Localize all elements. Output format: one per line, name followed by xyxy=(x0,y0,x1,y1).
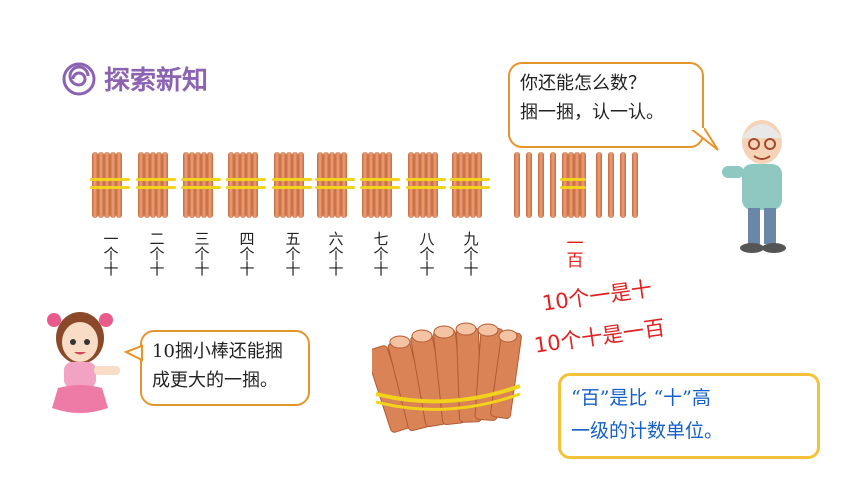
teacher-bubble-line1: 你还能怎么数？ xyxy=(520,73,646,94)
stick-bundle xyxy=(90,152,130,218)
spiral-icon xyxy=(62,62,96,95)
stick-bundle xyxy=(315,152,355,218)
bundle-label-1: 一 个 十 xyxy=(103,230,119,278)
bundle-label-6: 六 个 十 xyxy=(328,230,344,278)
bundle-label-9: 九 个 十 xyxy=(463,230,479,278)
girl-bubble-line2: 成更大的一捆。 xyxy=(152,369,278,391)
teacher-bubble-line2: 捆一捆，认一认。 xyxy=(520,101,664,123)
section-header: 探索新知 xyxy=(62,60,208,97)
stick-bundle xyxy=(136,152,176,218)
stick-bundle xyxy=(181,152,221,218)
note-line1: “百”是比 “十”高 xyxy=(571,387,711,409)
girl-speech-bubble: 10捆小棒还能捆 成更大的一捆。 xyxy=(140,330,310,406)
teacher-bubble-tail xyxy=(690,128,719,151)
bundle-label-7: 七 个 十 xyxy=(373,230,389,278)
bundle-label-3: 三 个 十 xyxy=(194,230,210,278)
note-line2: 一级的计数单位。 xyxy=(571,420,724,443)
bundle-label-5: 五 个 十 xyxy=(285,230,301,278)
section-title: 探索新知 xyxy=(104,66,209,96)
girl-bubble-line1: 10捆小棒还能捆 xyxy=(152,341,283,362)
girl-bubble-tail xyxy=(124,344,143,362)
statement-ten: 10个一是十 xyxy=(540,276,654,316)
stick-bundle xyxy=(360,152,400,218)
stick-bundle xyxy=(272,152,312,218)
big-bundle-of-hundred xyxy=(372,322,522,433)
teacher-illustration xyxy=(722,120,786,253)
girl-illustration xyxy=(47,312,120,413)
hundred-label: 一 百 xyxy=(566,234,584,271)
stick-bundle xyxy=(450,152,490,218)
bundle-label-2: 二 个 十 xyxy=(149,230,165,278)
teacher-speech-bubble: 你还能怎么数？ 捆一捆，认一认。 xyxy=(508,62,704,148)
stick-bundle xyxy=(406,152,446,218)
statement-hundred: 10个十是一百 xyxy=(532,315,667,358)
stick-bundle xyxy=(226,152,266,218)
hundred-definition-note: “百”是比 “十”高 一级的计数单位。 xyxy=(558,373,820,459)
bundle-label-4: 四 个 十 xyxy=(239,230,255,278)
bundle-label-8: 八 个 十 xyxy=(419,230,435,278)
loose-sticks-with-bundle xyxy=(514,152,638,218)
